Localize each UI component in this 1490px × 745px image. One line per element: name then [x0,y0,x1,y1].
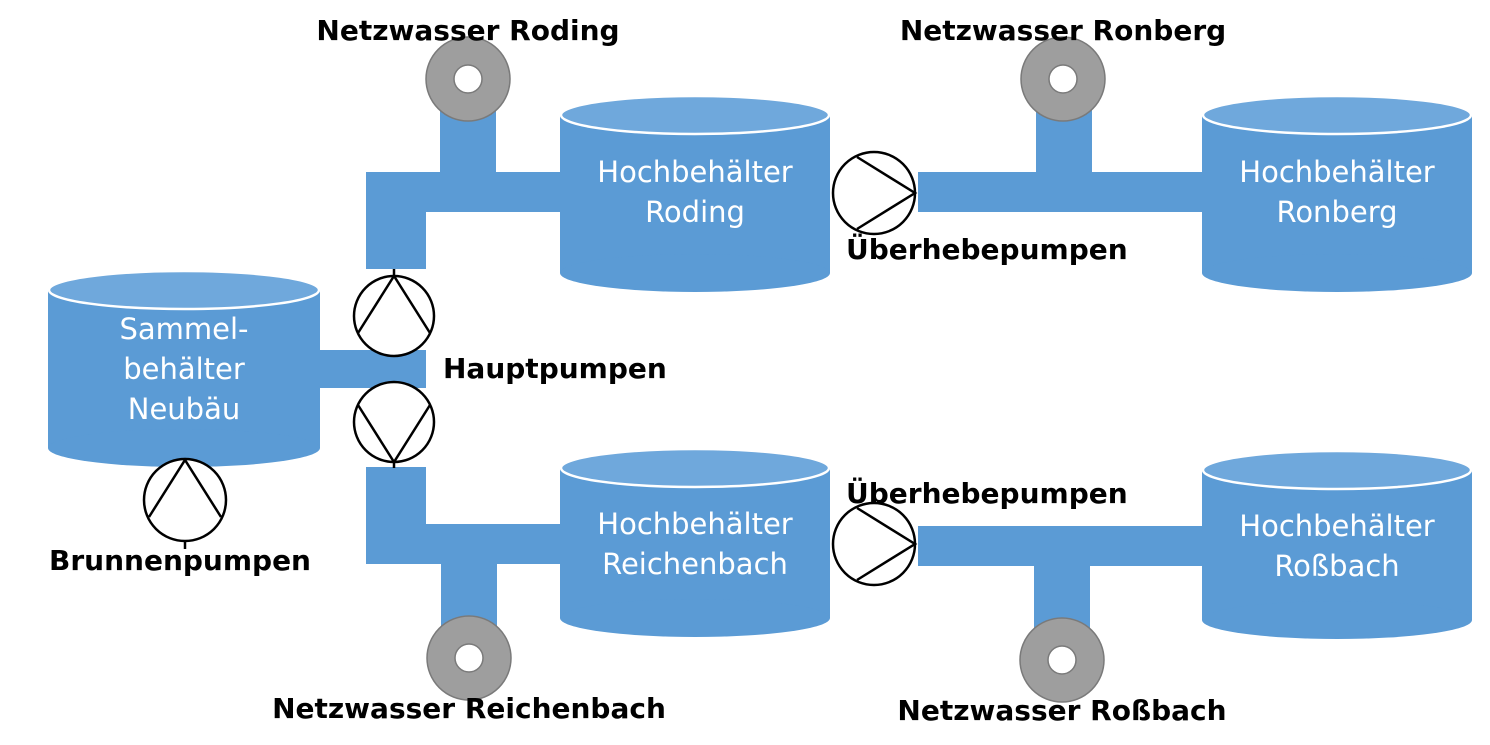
valve-icon-roding [425,36,511,122]
label-netzwasser-roding: Netzwasser Roding [316,14,619,47]
tank-roding-label-1: Hochbehälter [597,155,793,189]
tank-rossbach-label-2: Roßbach [1274,549,1399,583]
pipe-reichenbach-rossbach [918,526,1204,566]
tank-ronberg: Hochbehälter Ronberg [1201,94,1473,292]
pipe-upper-horizontal [366,172,562,212]
pump-icon-main-lower [352,380,436,468]
tank-sammel-label-1: Sammel- [119,312,248,346]
tank-rossbach: Hochbehälter Roßbach [1201,449,1473,639]
valve-icon-reichenbach [426,615,512,701]
tank-ronberg-label-1: Hochbehälter [1239,155,1435,189]
label-brunnenpumpen: Brunnenpumpen [49,544,311,577]
pipe-roding-ronberg [918,172,1204,212]
valve-icon-ronberg [1020,36,1106,122]
valve-icon-rossbach [1019,617,1105,703]
pump-icon-main-upper [352,269,436,358]
tank-sammel-label-3: Neubäu [128,392,240,426]
pipe-main-outlet [318,350,426,388]
label-netzwasser-ronberg: Netzwasser Ronberg [900,14,1226,47]
pump-icon-well [142,457,228,549]
tank-reichenbach-label-1: Hochbehälter [597,507,793,541]
pump-icon-transfer-bottom [831,501,918,587]
tank-reichenbach: Hochbehälter Reichenbach [559,447,831,637]
tank-reichenbach-label-2: Reichenbach [602,547,788,581]
label-netzwasser-rossbach: Netzwasser Roßbach [897,694,1226,727]
label-netzwasser-reichenbach: Netzwasser Reichenbach [272,692,666,725]
label-hauptpumpen: Hauptpumpen [443,352,667,385]
pipe-lower-horizontal [366,524,562,564]
tank-sammel-label-2: behälter [123,352,245,386]
label-ueberhebepumpen-top: Überhebepumpen [846,232,1128,266]
tank-rossbach-label-1: Hochbehälter [1239,509,1435,543]
tank-ronberg-label-2: Ronberg [1276,195,1397,229]
pump-icon-transfer-top [831,150,918,236]
label-ueberhebepumpen-bottom: Überhebepumpen [846,476,1128,510]
tank-roding-label-2: Roding [645,195,745,229]
tank-roding: Hochbehälter Roding [559,94,831,292]
tank-sammelbehaelter: Sammel- behälter Neubäu [47,269,321,467]
